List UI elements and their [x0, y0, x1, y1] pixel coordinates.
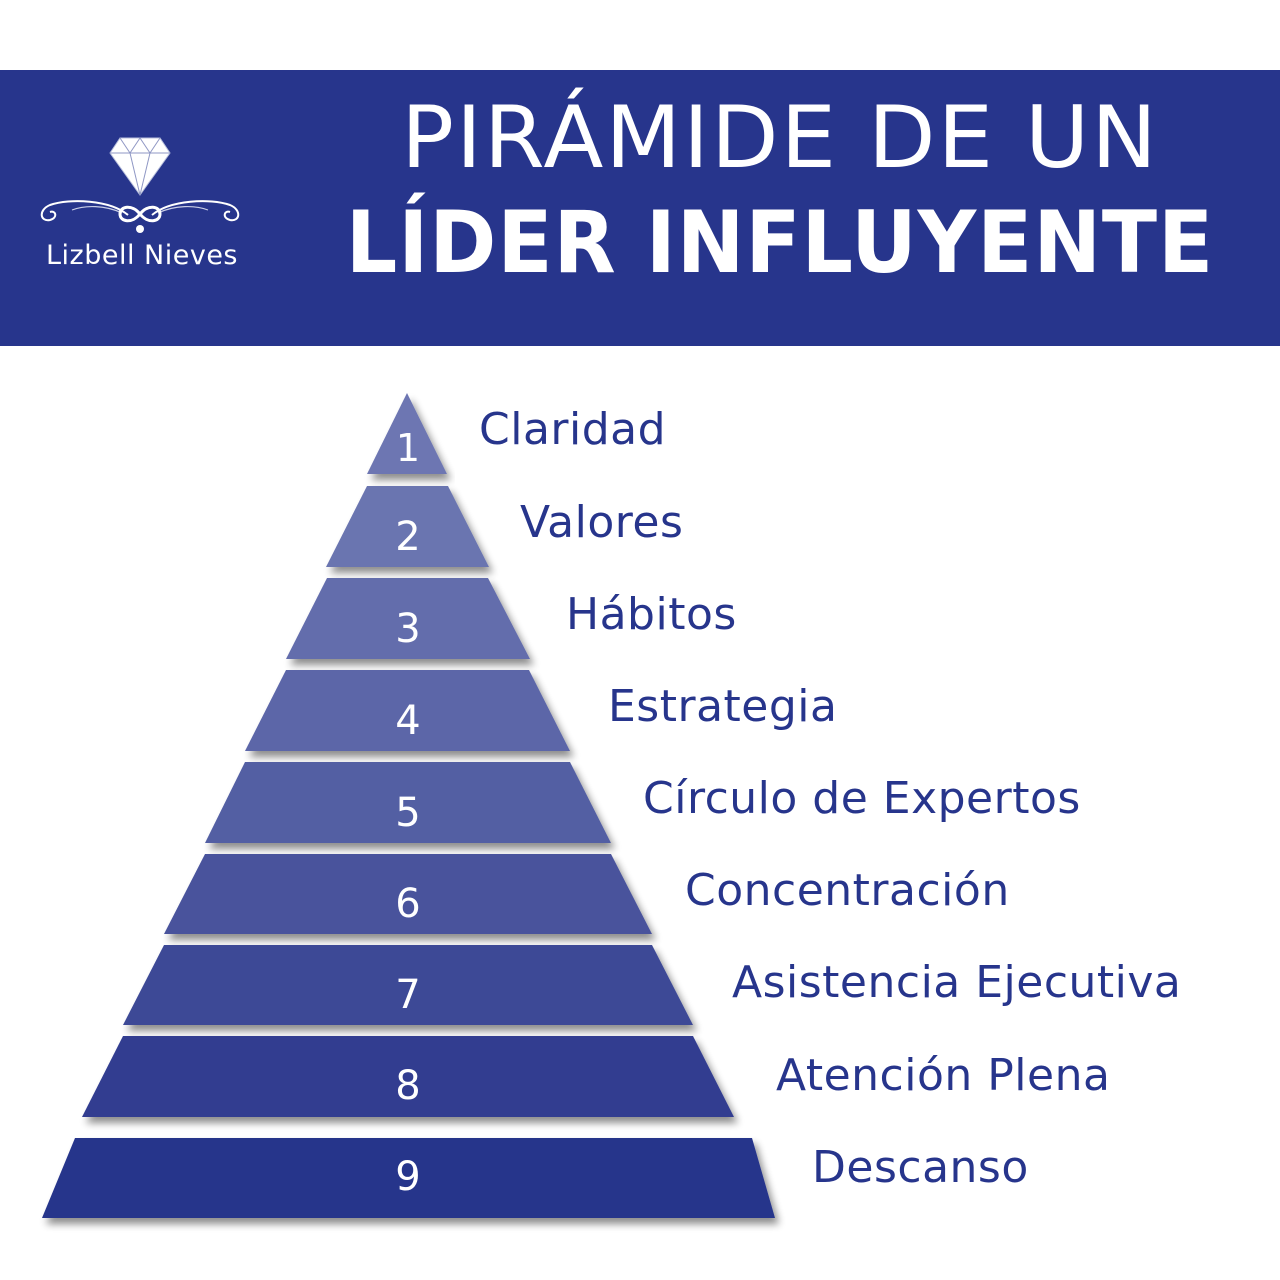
pyramid-tier-8	[82, 1036, 734, 1117]
title-line-2: LÍDER INFLUYENTE	[345, 193, 1215, 293]
pyramid-tier-6	[164, 854, 652, 934]
pyramid-tier-2	[326, 486, 489, 567]
pyramid-tier-1	[367, 393, 447, 474]
tier-label: Valores	[520, 497, 684, 548]
tier-label: Círculo de Expertos	[643, 773, 1081, 824]
logo-name: Lizbell Nieves	[45, 240, 239, 271]
tier-number: 2	[395, 514, 421, 560]
tier-label: Hábitos	[566, 589, 737, 640]
pyramid-tier-4	[245, 670, 570, 751]
tier-label: Asistencia Ejecutiva	[732, 957, 1182, 1008]
tier-label: Claridad	[479, 404, 667, 455]
page-title: PIRÁMIDE DE UN LÍDER INFLUYENTE	[300, 88, 1260, 298]
pyramid-tier-9	[42, 1138, 775, 1218]
pyramid-tier-3	[286, 578, 530, 659]
tier-number: 9	[395, 1154, 421, 1200]
tier-number: 6	[395, 881, 421, 927]
tier-number: 8	[395, 1063, 421, 1109]
tier-number: 5	[395, 790, 421, 836]
tier-label: Estrategia	[608, 681, 838, 732]
header-banner	[0, 70, 1280, 346]
tier-label: Concentración	[685, 865, 1010, 916]
tier-number: 4	[395, 698, 421, 744]
tier-number: 7	[395, 972, 421, 1018]
tier-label: Descanso	[812, 1142, 1029, 1193]
title-line-1: PIRÁMIDE DE UN	[401, 88, 1159, 188]
tier-number: 1	[395, 426, 421, 470]
logo: Lizbell Nieves	[30, 80, 250, 280]
tier-number: 3	[395, 606, 421, 652]
diamond-icon	[40, 137, 240, 233]
pyramid-tier-7	[123, 945, 693, 1025]
infinity-flourish-icon	[118, 205, 162, 223]
pyramid-tier-5	[205, 762, 611, 843]
tier-label: Atención Plena	[776, 1050, 1111, 1101]
